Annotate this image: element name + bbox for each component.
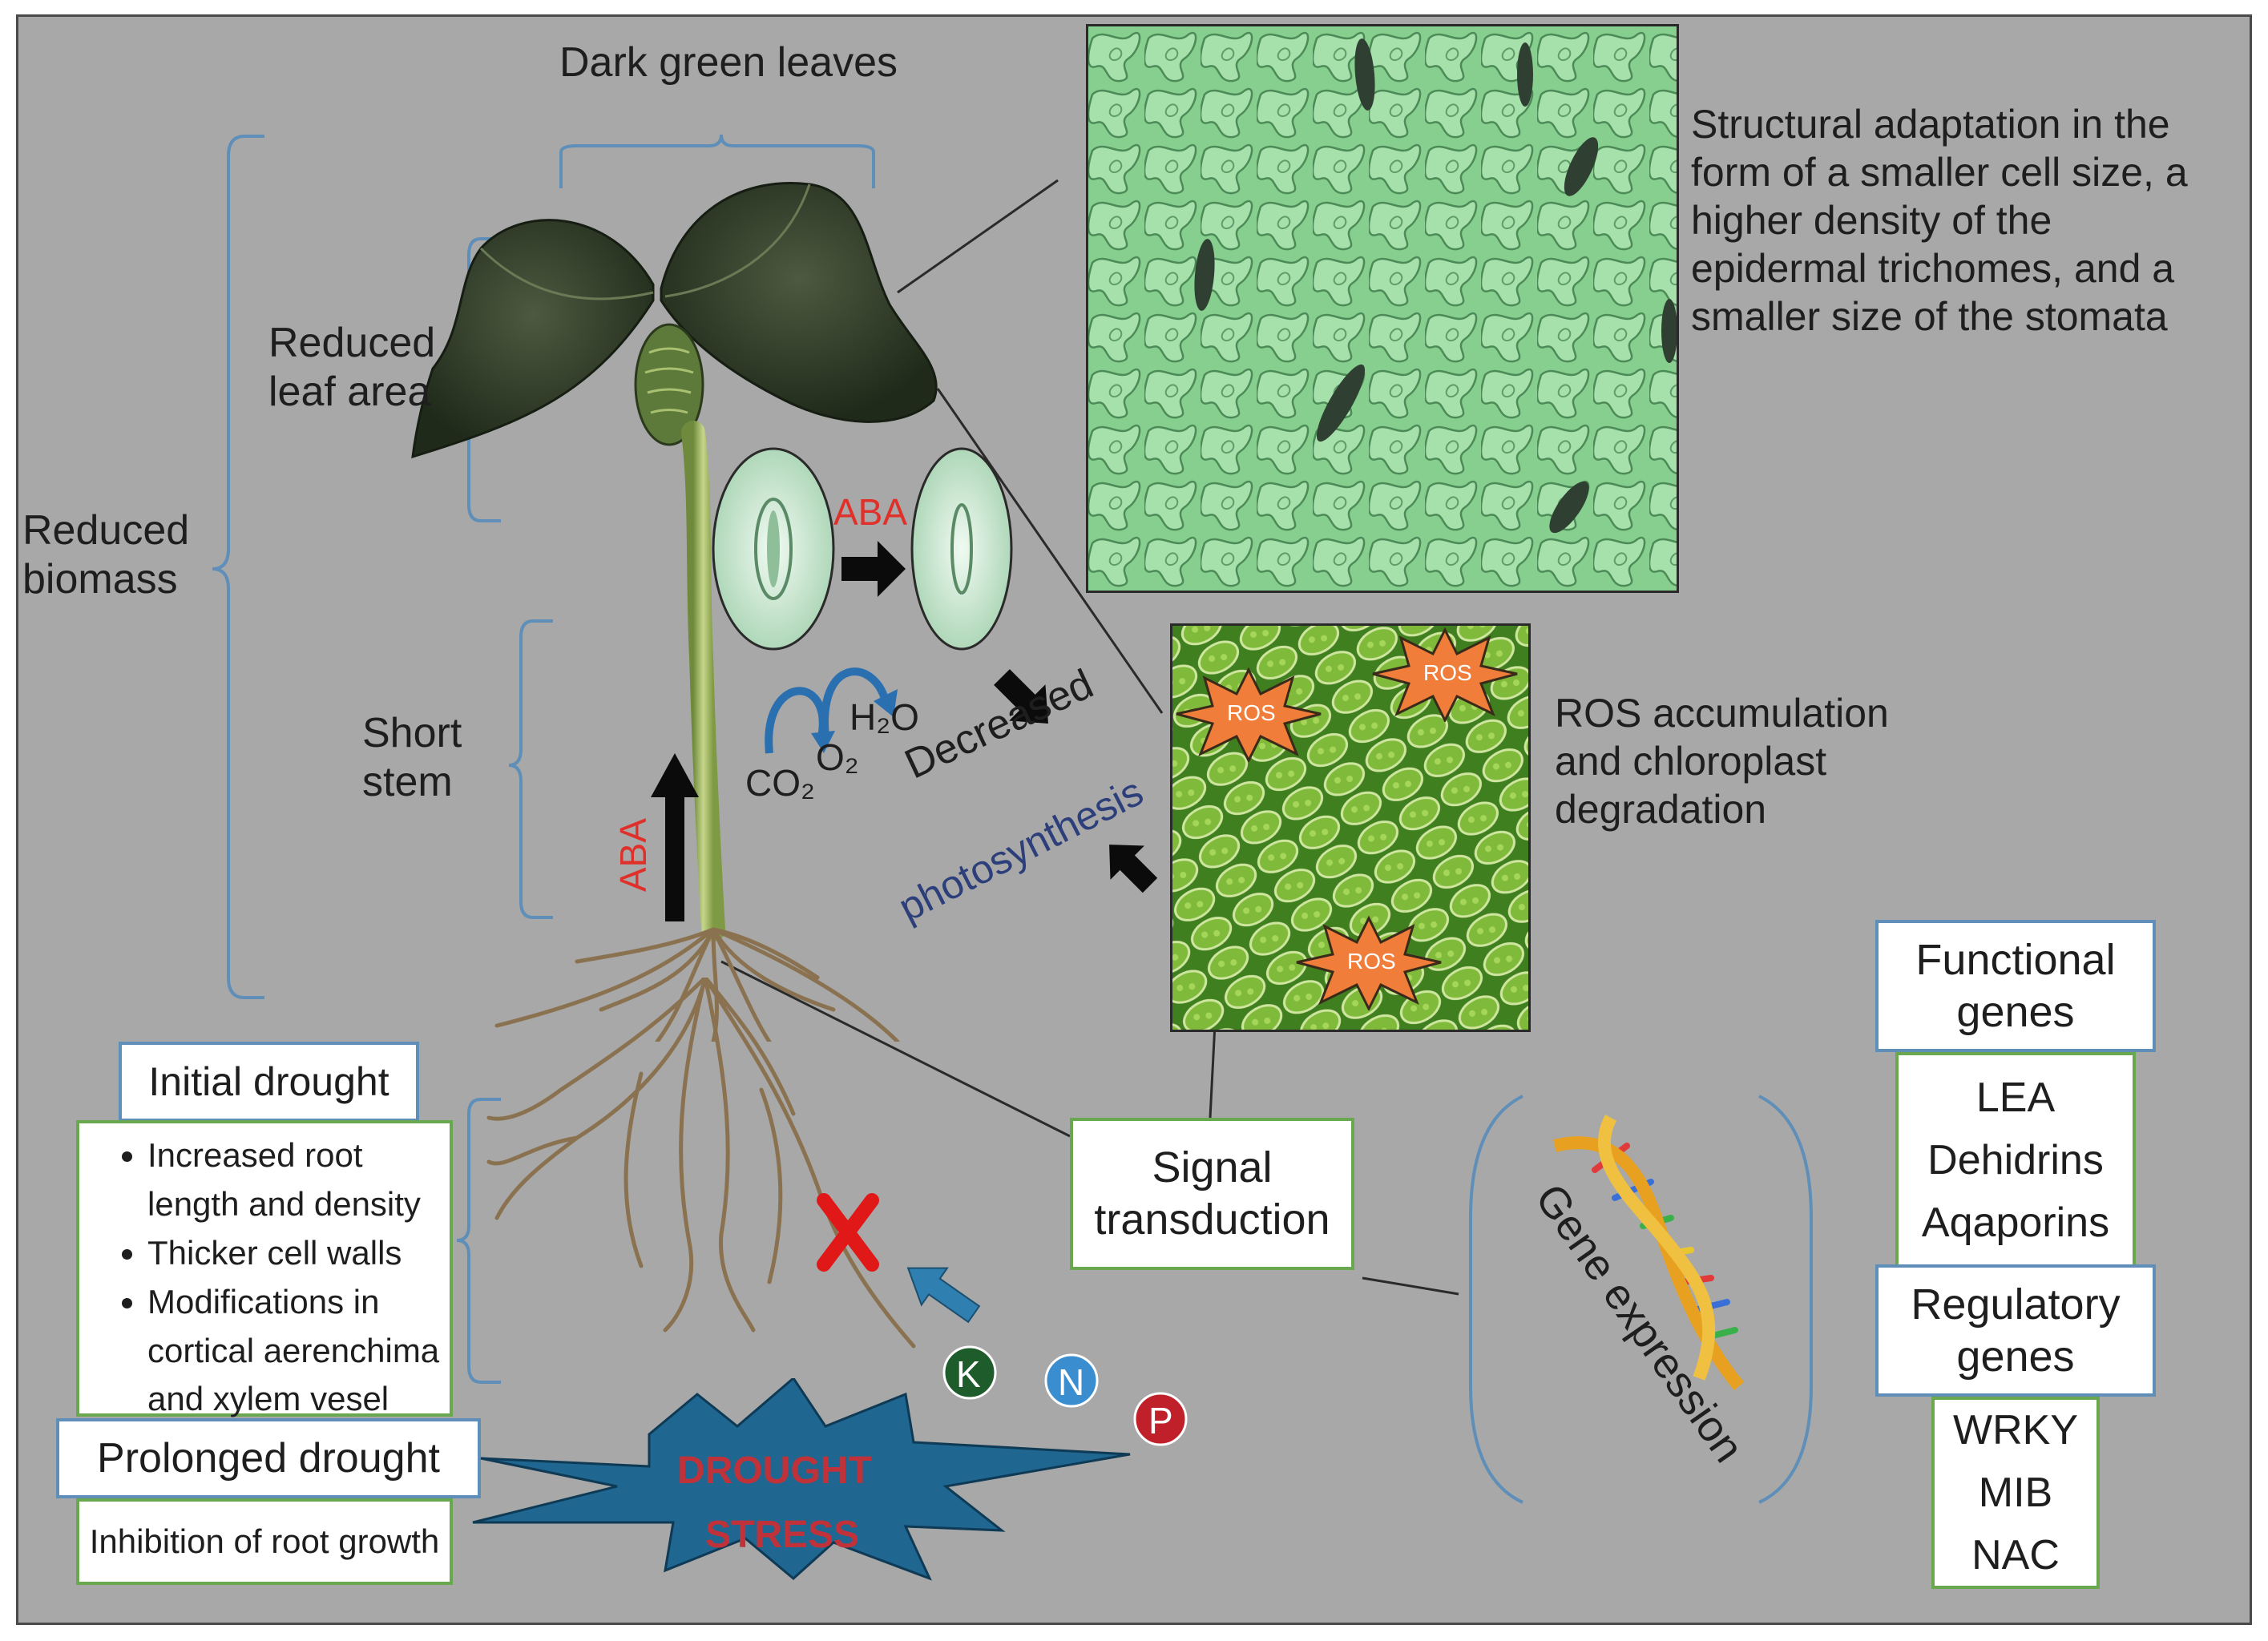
- ros-label-2: ROS: [1423, 660, 1472, 685]
- connector-leaf-to-micrograph-bottom: [936, 388, 1164, 714]
- nutrient-n-icon: [1044, 1353, 1099, 1408]
- plant-illustration: [411, 182, 938, 1042]
- aba-label-side: ABA: [611, 818, 654, 893]
- right-leaf: [660, 182, 938, 423]
- functional-genes-title: Functional genes: [1915, 935, 2116, 1036]
- functional-genes-list: LEA Dehidrins Aqaporins: [1895, 1052, 2136, 1268]
- gene-paren-left: [1469, 1095, 1523, 1504]
- list-item: MIB: [1978, 1470, 2053, 1516]
- drought-stress-label-1: DROUGHT: [677, 1449, 872, 1492]
- prolonged-drought-title: Prolonged drought: [97, 1435, 440, 1482]
- aba-label-top: ABA: [833, 491, 908, 533]
- structural-adaptation-text: Structural adaptation in the form of a s…: [1691, 102, 2188, 339]
- drought-stress-label-2: STRESS: [705, 1514, 860, 1556]
- prolonged-drought-box: Prolonged drought: [56, 1418, 481, 1498]
- short-stem-label: Short stem: [362, 710, 462, 806]
- functional-genes-box: Functional genes: [1875, 920, 2156, 1052]
- blue-arrow-icon: [906, 1267, 981, 1324]
- roots-brace: [456, 1098, 501, 1384]
- micrograph-cells: [1088, 26, 1677, 591]
- drought-star-icon: [472, 1378, 1131, 1581]
- regulatory-genes-list: WRKY MIB NAC: [1931, 1397, 2100, 1589]
- initial-drought-title: Initial drought: [148, 1059, 389, 1104]
- list-item: NAC: [1971, 1532, 2060, 1579]
- nutrient-n-label: N: [1058, 1361, 1085, 1403]
- trichome-marks: [1194, 38, 1677, 534]
- reduced-biomass-label: Reduced biomass: [22, 507, 190, 603]
- roots: [494, 927, 900, 1042]
- left-leaf: [411, 219, 655, 459]
- initial-drought-details: Increased root length and density Thicke…: [76, 1120, 453, 1417]
- chloroplast-micrograph: ROS ROS ROS: [1170, 623, 1531, 1032]
- reduced-leaf-area-label: Reduced leaf area: [268, 320, 436, 416]
- connector-signal-to-gene: [1362, 1276, 1459, 1296]
- stomata-group: [712, 447, 1048, 724]
- initial-drought-box: Initial drought: [119, 1042, 419, 1122]
- stomata-closed-icon: [910, 447, 1013, 651]
- nutrient-k-label: K: [956, 1353, 981, 1395]
- list-item: Increased root length and density: [147, 1131, 439, 1229]
- short-stem-brace: [508, 619, 553, 919]
- stomata-open-icon: [712, 447, 835, 651]
- root-system: [486, 978, 916, 1349]
- co2-label: CO₂: [745, 762, 815, 804]
- black-arrow-icon: [651, 753, 699, 921]
- list-item: Thicker cell walls: [147, 1229, 439, 1278]
- list-item: Dehidrins: [1927, 1137, 2104, 1183]
- black-arrow-icon: [841, 541, 906, 597]
- nutrient-p-icon: [1133, 1392, 1188, 1446]
- signal-transduction-box: Signal transduction: [1070, 1118, 1354, 1270]
- leaf-micrograph: [1086, 24, 1679, 593]
- connector-root-to-signal: [720, 960, 1071, 1138]
- regulatory-genes-title: Regulatory genes: [1911, 1280, 2121, 1381]
- initial-drought-list: Increased root length and density Thicke…: [79, 1131, 439, 1424]
- stem: [681, 421, 725, 941]
- list-item: WRKY: [1953, 1407, 2078, 1454]
- nutrient-k-icon: [942, 1345, 997, 1400]
- dark-green-leaves-label: Dark green leaves: [559, 39, 898, 86]
- ros-burst-icon: [1372, 627, 1518, 722]
- inhibition-box: Inhibition of root growth: [76, 1498, 453, 1585]
- list-item: Aqaporins: [1921, 1200, 2110, 1246]
- signal-transduction-label: Signal transduction: [1094, 1143, 1330, 1244]
- ros-accumulation-text: ROS accumulation and chloroplast degrada…: [1555, 691, 1889, 832]
- dna-helix-icon: [1553, 1115, 1745, 1391]
- black-arrow-icon: [1109, 845, 1158, 893]
- connector-leaf-to-micrograph-top: [897, 179, 1059, 294]
- ros-label-1: ROS: [1227, 700, 1276, 725]
- inhibition-text: Inhibition of root growth: [89, 1522, 440, 1560]
- black-arrow-icon: [994, 669, 1048, 724]
- nutrient-p-label: P: [1148, 1400, 1173, 1441]
- regulatory-genes-box: Regulatory genes: [1875, 1264, 2156, 1397]
- list-item: LEA: [1975, 1075, 2056, 1121]
- leaf-bud: [634, 323, 704, 446]
- ros-burst-icon: [1296, 915, 1442, 1010]
- ros-burst-icon: [1176, 667, 1322, 762]
- list-item: Modifications in cortical aerenchima and…: [147, 1278, 439, 1425]
- h2o-label: H₂O: [849, 696, 919, 738]
- biomass-brace: [212, 135, 264, 999]
- gas-exchange-arrows: [765, 667, 898, 754]
- gene-paren-right: [1758, 1095, 1813, 1504]
- ros-label-3: ROS: [1347, 949, 1396, 974]
- o2-label: O₂: [816, 736, 859, 778]
- red-x-icon: [817, 1193, 879, 1272]
- leaves-brace: [559, 134, 875, 188]
